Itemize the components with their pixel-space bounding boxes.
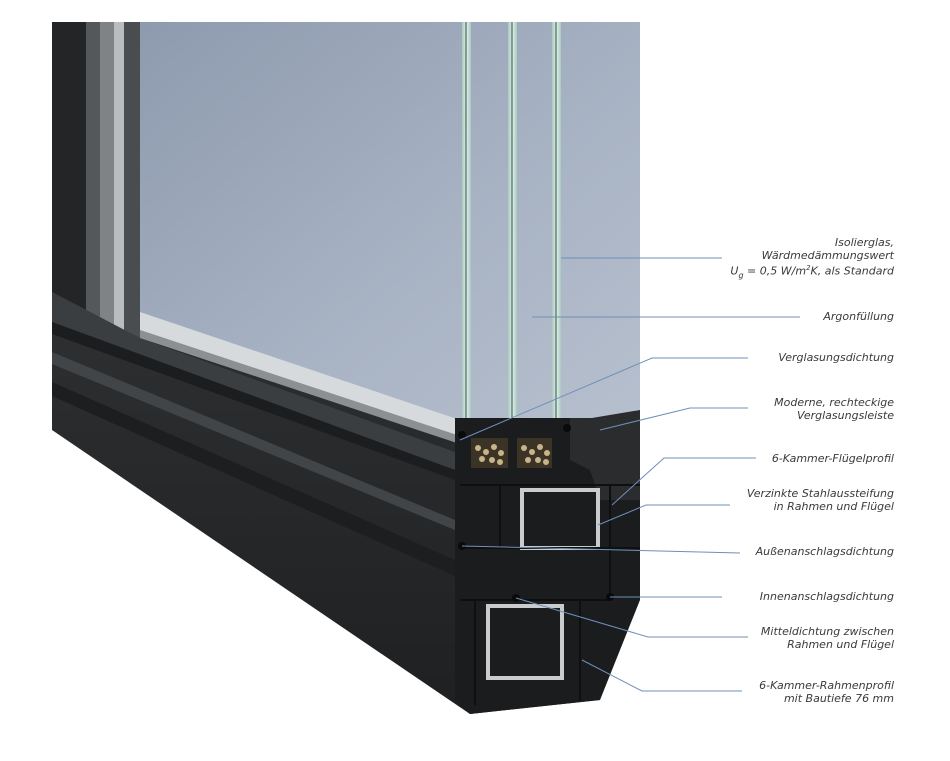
triple-glazing-panes bbox=[462, 22, 561, 432]
label-verglasungsleiste-line1: Moderne, rechteckige bbox=[774, 396, 894, 409]
formula-subscript: g bbox=[738, 270, 744, 280]
leader-verglasungsleiste bbox=[599, 407, 748, 431]
leader-lines bbox=[459, 257, 800, 692]
leader-stahl bbox=[597, 504, 730, 526]
label-verglasungsleiste: Moderne, rechteckige Verglasungsleiste bbox=[774, 396, 894, 422]
label-verglasungsleiste-line2: Verglasungsleiste bbox=[796, 409, 894, 422]
label-verglasungsdichtung: Verglasungsdichtung bbox=[778, 351, 894, 364]
label-isolierglas: Isolierglas, Wärdmedämmungswert Ug = 0,5… bbox=[730, 236, 894, 282]
label-stahl-line1: Verzinkte Stahlaussteifung bbox=[746, 487, 894, 500]
formula-unit: K, als Standard bbox=[810, 264, 894, 278]
formula-value: = 0,5 W/m bbox=[743, 264, 807, 278]
label-rahmenprofil-line2: mit Bautiefe 76 mm bbox=[783, 692, 894, 705]
label-aussenanschlag: Außenanschlagsdichtung bbox=[756, 545, 894, 558]
leader-rahmenprofil bbox=[581, 659, 742, 692]
desiccant-beads bbox=[475, 444, 550, 465]
label-stahl: Verzinkte Stahlaussteifung in Rahmen und… bbox=[747, 487, 894, 513]
label-fluegelprofil-line1: 6-Kammer-Flügelprofil bbox=[771, 452, 894, 465]
label-isolierglas-formula: Ug = 0,5 W/m2K, als Standard bbox=[730, 262, 894, 282]
label-mitteldichtung: Mitteldichtung zwischen Rahmen und Flüge… bbox=[761, 625, 894, 651]
label-argon-line1: Argonfüllung bbox=[823, 310, 894, 323]
label-fluegelprofil: 6-Kammer-Flügelprofil bbox=[772, 452, 894, 465]
leader-verglasungsdichtung bbox=[459, 357, 748, 441]
label-aussenanschlag-line1: Außenanschlagsdichtung bbox=[755, 545, 894, 558]
leader-aussenanschlag bbox=[461, 545, 741, 554]
label-mitteldichtung-line1: Mitteldichtung zwischen bbox=[760, 625, 894, 638]
label-rahmenprofil: 6-Kammer-Rahmenprofil mit Bautiefe 76 mm bbox=[759, 679, 894, 705]
label-innenanschlag-line1: Innenanschlagsdichtung bbox=[759, 590, 894, 603]
label-isolierglas-line2: Wärdmedämmungswert bbox=[761, 249, 894, 262]
label-stahl-line2: in Rahmen und Flügel bbox=[773, 500, 894, 513]
label-isolierglas-line1: Isolierglas, bbox=[834, 236, 894, 249]
leader-fluegelprofil bbox=[611, 457, 756, 506]
formula-superscript: 2 bbox=[806, 264, 811, 272]
label-argon: Argonfüllung bbox=[823, 310, 894, 323]
profile-cross-section bbox=[455, 418, 640, 714]
label-rahmenprofil-line1: 6-Kammer-Rahmenprofil bbox=[759, 679, 894, 692]
label-verglasungsdichtung-line1: Verglasungsdichtung bbox=[778, 351, 894, 364]
label-innenanschlag: Innenanschlagsdichtung bbox=[760, 590, 894, 603]
leader-mitteldichtung bbox=[515, 597, 748, 638]
label-mitteldichtung-line2: Rahmen und Flügel bbox=[787, 638, 894, 651]
formula-symbol: U bbox=[730, 264, 739, 278]
